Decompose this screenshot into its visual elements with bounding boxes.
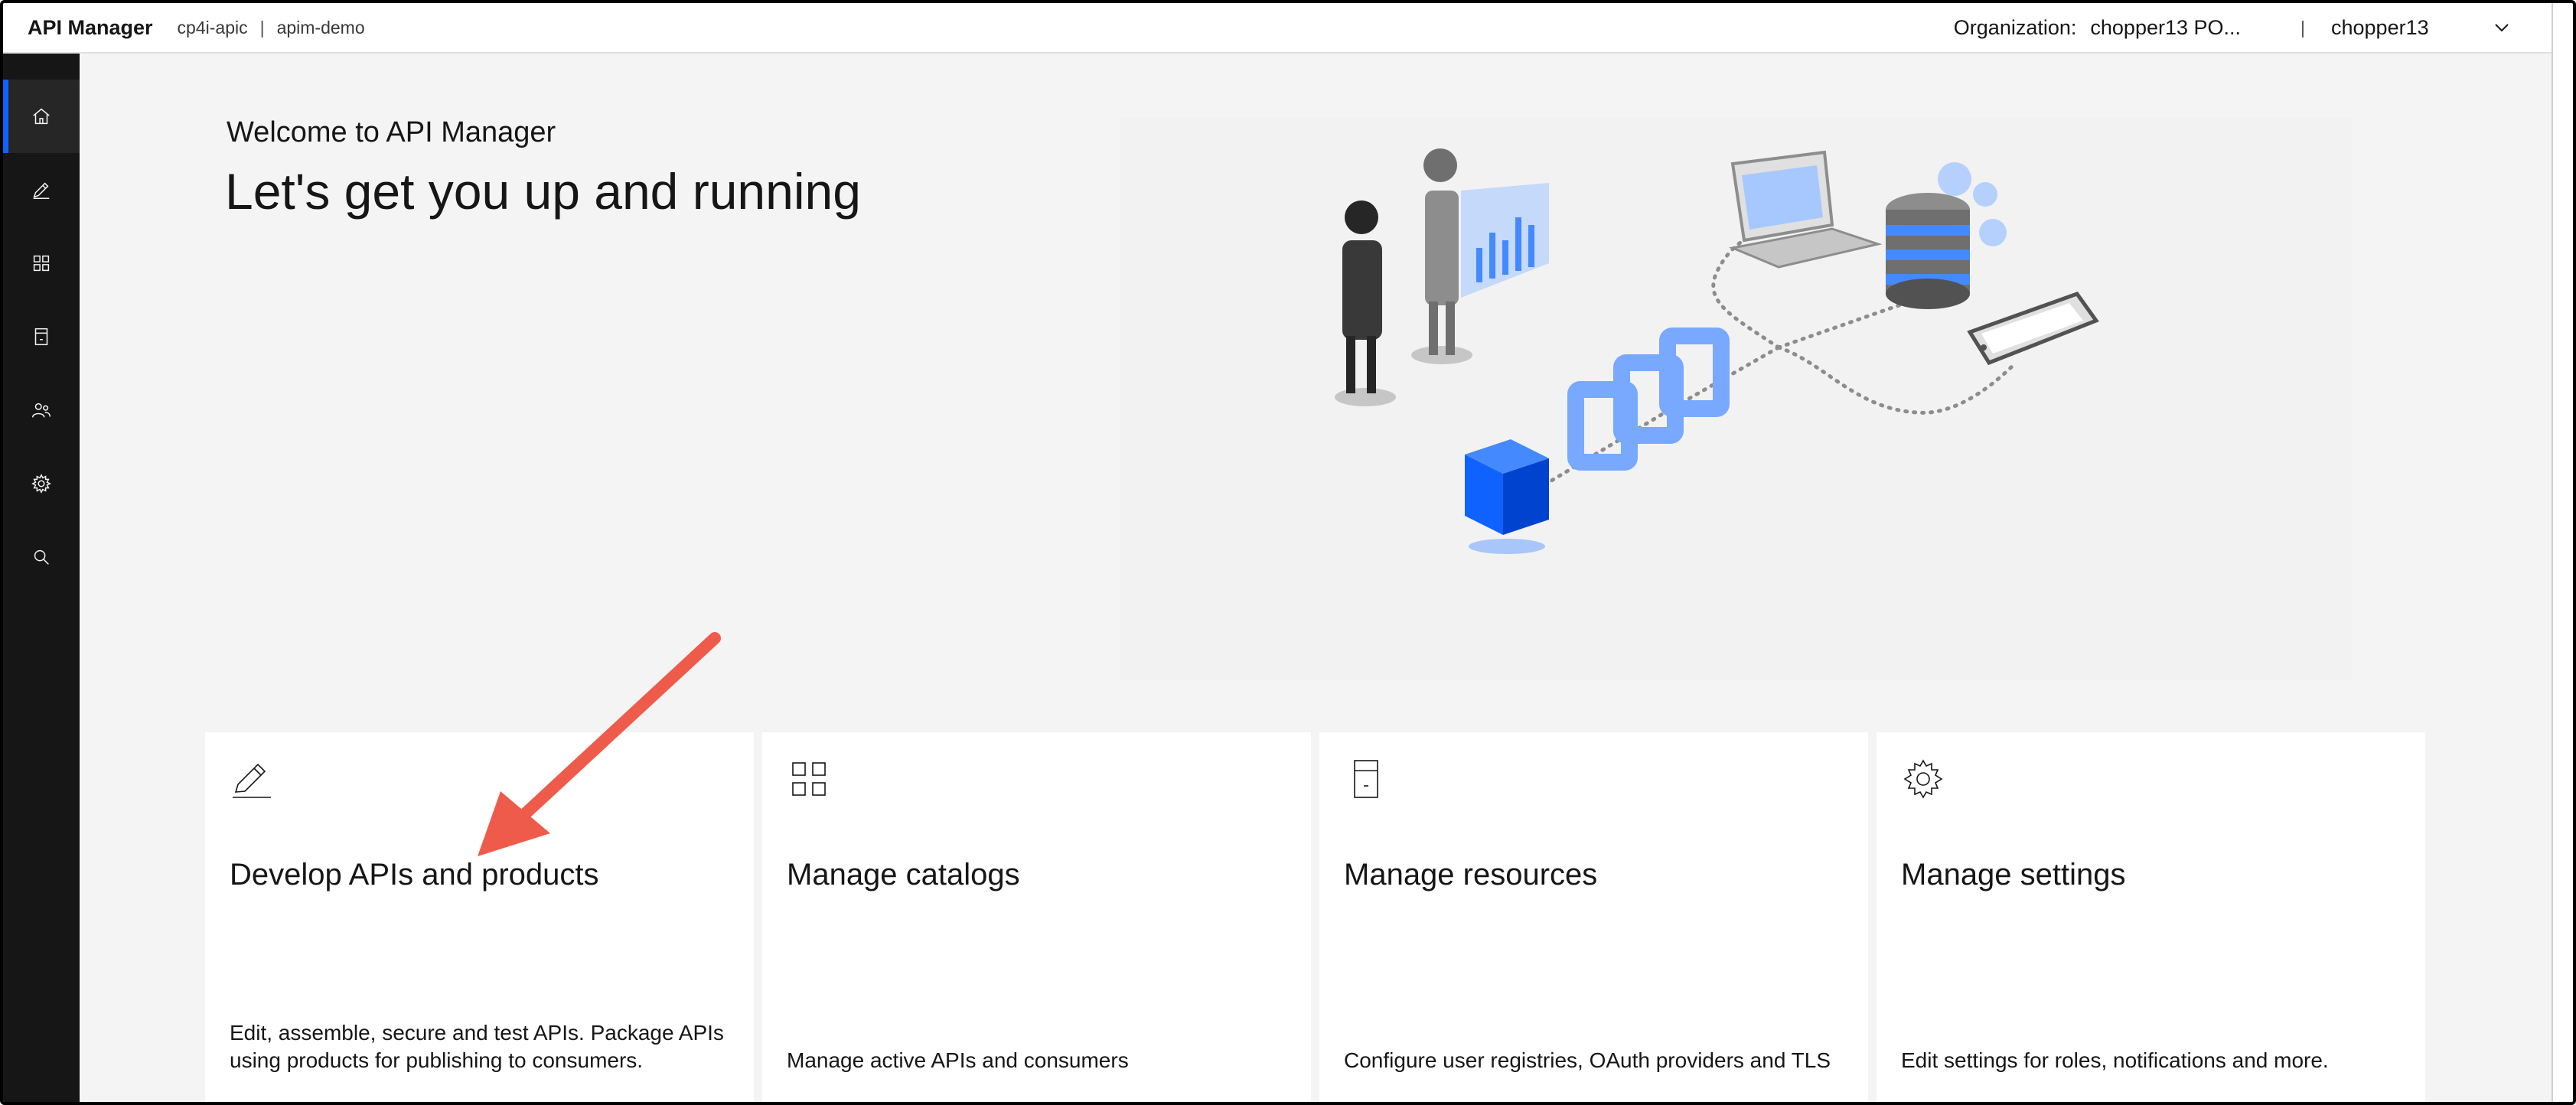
members-icon: [32, 403, 51, 418]
catalog-grid-icon: [787, 757, 831, 801]
nav-develop[interactable]: [3, 153, 80, 227]
scrollbar[interactable]: [2552, 3, 2573, 1102]
nav-settings[interactable]: [3, 447, 80, 520]
card-resources[interactable]: Manage resources Configure user registri…: [1319, 732, 1868, 1102]
phone-icon: [1967, 292, 2099, 366]
breadcrumb-separator: |: [259, 17, 265, 37]
nav-home[interactable]: [3, 80, 80, 153]
card-title: Manage resources: [1344, 858, 1598, 891]
people-figures-icon: [1335, 148, 1549, 406]
database-icon: [1886, 162, 2007, 309]
card-title: Manage catalogs: [787, 858, 1020, 891]
gateway-icon: [1567, 328, 1730, 471]
card-description: Configure user registries, OAuth provide…: [1344, 1048, 1831, 1072]
card-title: Develop APIs and products: [230, 858, 599, 891]
resources-icon: [34, 328, 48, 346]
card-catalogs[interactable]: Manage catalogs Manage active APIs and c…: [762, 732, 1311, 1102]
top-header: API Manager cp4i-apic | apim-demo Organi…: [3, 3, 2559, 54]
user-separator: |: [2300, 17, 2305, 37]
nav-resources[interactable]: [3, 300, 80, 373]
laptop-icon: [1728, 150, 1883, 269]
annotation-arrow-icon: [478, 632, 721, 856]
welcome-text: Welcome to API Manager: [227, 116, 556, 148]
nav-catalogs[interactable]: [3, 227, 80, 300]
cube-icon: [1465, 439, 1549, 554]
left-nav: [3, 54, 80, 1102]
nav-search[interactable]: [3, 520, 80, 594]
card-description: Edit, assemble, secure and test APIs. Pa…: [230, 1021, 724, 1072]
edit-icon: [230, 757, 274, 801]
nav-members[interactable]: [3, 373, 80, 447]
hero-illustration: [1120, 118, 2353, 680]
card-title: Manage settings: [1901, 858, 2126, 891]
edit-icon: [33, 182, 50, 199]
home-icon: [33, 108, 50, 125]
breadcrumb: cp4i-apic | apim-demo: [178, 18, 365, 38]
card-settings[interactable]: Manage settings Edit settings for roles,…: [1877, 732, 2425, 1102]
organization-label: Organization:: [1953, 15, 2077, 39]
card-description: Edit settings for roles, notifications a…: [1901, 1048, 2329, 1072]
app-name[interactable]: API Manager: [28, 15, 153, 39]
organization-selector[interactable]: chopper13 PO...: [2090, 15, 2242, 39]
settings-icon: [1901, 757, 1945, 801]
breadcrumb-item-namespace[interactable]: apim-demo: [276, 17, 365, 37]
catalog-grid-icon: [33, 255, 50, 272]
header-account-area: Organization: chopper13 PO... | chopper1…: [1954, 3, 2559, 52]
page-title: Let's get you up and running: [225, 163, 861, 220]
user-menu[interactable]: chopper13: [2331, 15, 2429, 39]
breadcrumb-item-instance[interactable]: cp4i-apic: [177, 17, 248, 37]
settings-icon: [31, 474, 51, 494]
chevron-down-icon[interactable]: [2492, 18, 2512, 37]
card-description: Manage active APIs and consumers: [787, 1048, 1129, 1072]
resources-icon: [1344, 757, 1388, 801]
card-develop[interactable]: Develop APIs and products Edit, assemble…: [205, 732, 754, 1102]
search-icon: [34, 549, 49, 565]
